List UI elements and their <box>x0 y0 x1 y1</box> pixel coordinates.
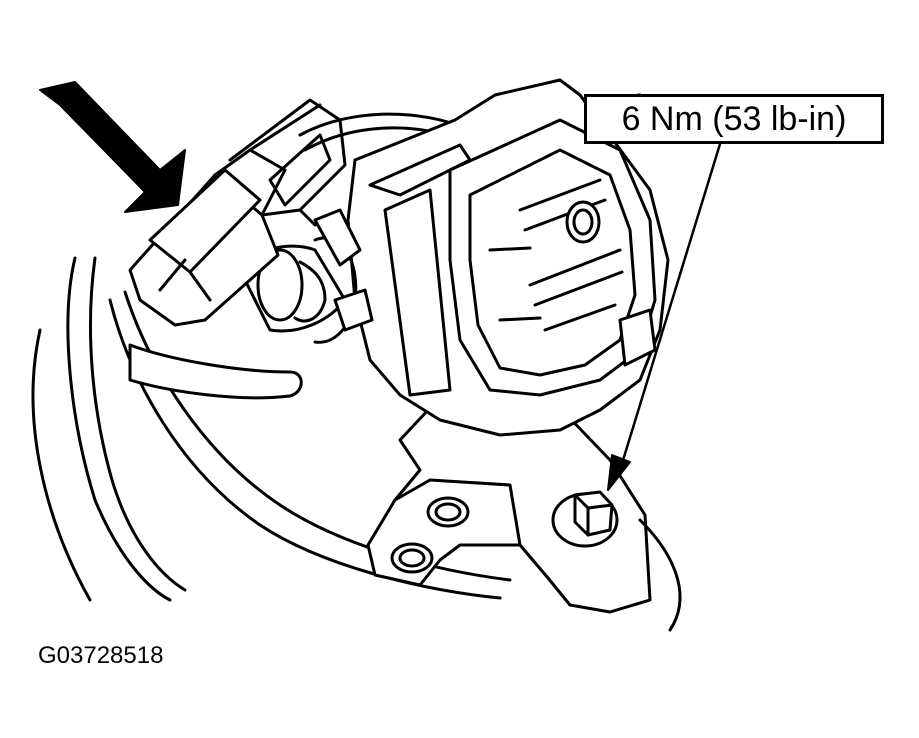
torque-spec-callout: 6 Nm (53 lb-in) <box>584 94 884 144</box>
torque-spec-label: 6 Nm (53 lb-in) <box>621 99 847 138</box>
wiring-harness <box>31 112 512 602</box>
arrow-icon <box>39 81 186 213</box>
figure-code: G03728518 <box>38 642 164 669</box>
electrical-connector <box>128 98 347 327</box>
module-face <box>448 93 657 397</box>
mounting-bracket <box>366 406 682 632</box>
torque-leader-line <box>607 142 722 491</box>
bolt-icon <box>551 490 619 548</box>
